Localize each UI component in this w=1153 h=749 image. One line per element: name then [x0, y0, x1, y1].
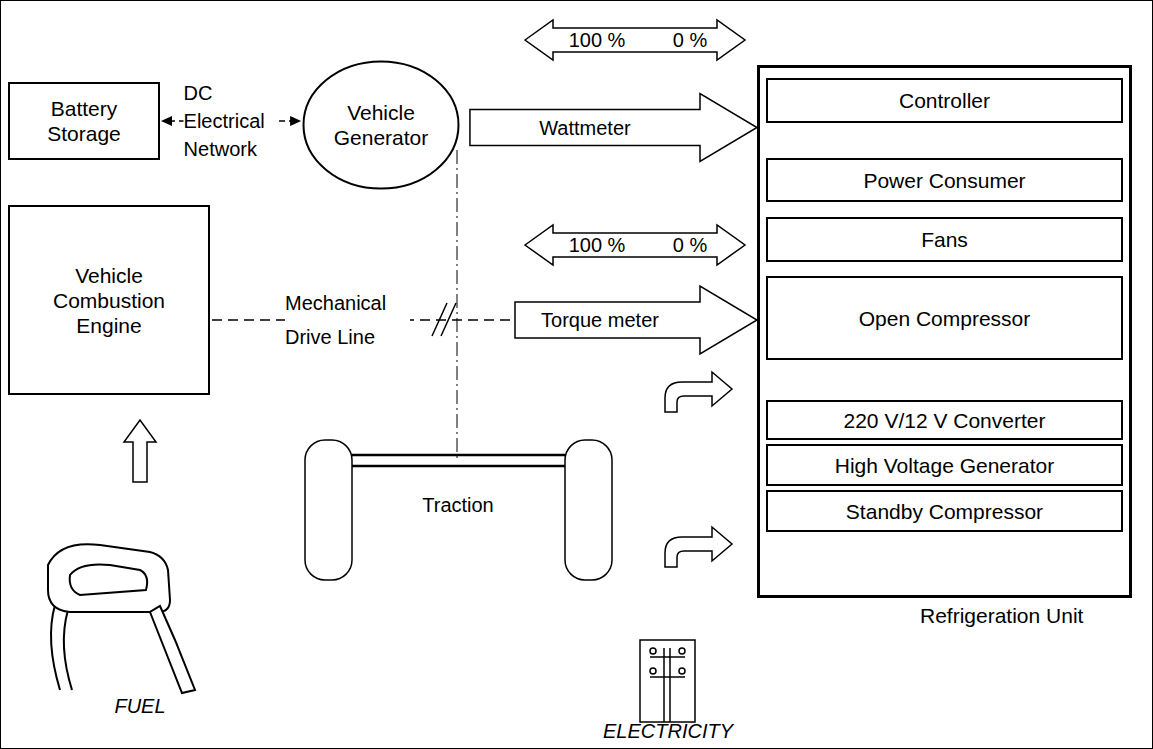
component-box: 220 V/12 V Converter [766, 400, 1123, 440]
wheel [305, 440, 352, 580]
wheel [565, 440, 612, 580]
arrow-head [290, 116, 301, 126]
node-text: Controller [899, 88, 990, 113]
node-text: Vehicle Combustion Engine [39, 263, 179, 338]
node-text: Fans [921, 227, 968, 252]
text-label: 0 % [673, 28, 707, 52]
node-text: Power Consumer [863, 168, 1025, 193]
text-label: Traction [422, 493, 494, 517]
text-label: 0 % [673, 233, 707, 257]
arrow-head [161, 116, 172, 126]
fuel-nozzle [48, 544, 195, 693]
axle [352, 465, 565, 468]
supply-arrow [665, 372, 732, 412]
ellipse-outline [302, 60, 460, 190]
power-pole [640, 640, 695, 722]
node-text: Open Compressor [859, 306, 1031, 331]
node-text: Vehicle Generator [325, 100, 437, 150]
connector [470, 94, 757, 162]
battery-box: Battery Storage [8, 82, 160, 160]
torque-arrow [515, 286, 757, 354]
edge-label: Wattmeter [539, 116, 631, 140]
block-arrow [470, 94, 757, 162]
share-arrow [525, 225, 745, 265]
ellipse-shape [304, 62, 459, 189]
text-label: Torque meter [541, 308, 659, 332]
break-mark [432, 303, 447, 336]
break-mark [441, 303, 456, 336]
node-text: Standby Compressor [846, 499, 1043, 524]
generator-circle: Vehicle Generator [302, 60, 460, 190]
edge-label: DC Electrical Network [184, 79, 279, 163]
node-text: Battery Storage [22, 96, 147, 146]
component-box: Standby Compressor [766, 490, 1123, 532]
engine-box: Vehicle Combustion Engine [8, 205, 210, 395]
component-box: Fans [766, 217, 1123, 262]
text-label: 100 % [569, 28, 626, 52]
component-box: Open Compressor [766, 276, 1123, 360]
node-text: High Voltage Generator [835, 453, 1054, 478]
text-label: 100 % [569, 233, 626, 257]
axle [352, 454, 565, 457]
shaft-line [457, 150, 458, 458]
text-label: ELECTRICITY [603, 719, 733, 743]
share-arrow [525, 20, 745, 60]
fuel-arrow [124, 420, 156, 482]
component-box: Controller [766, 78, 1123, 123]
text-label: Mechanical Drive Line [285, 286, 410, 354]
component-box: Power Consumer [766, 158, 1123, 202]
node-text: Refrigeration Unit [920, 603, 1083, 628]
node-text: 220 V/12 V Converter [844, 408, 1046, 433]
refrigeration-unit: Refrigeration UnitControllerPower Consum… [757, 65, 1132, 598]
text-label: FUEL [114, 694, 165, 718]
supply-arrow [665, 527, 732, 567]
component-box: High Voltage Generator [766, 444, 1123, 486]
